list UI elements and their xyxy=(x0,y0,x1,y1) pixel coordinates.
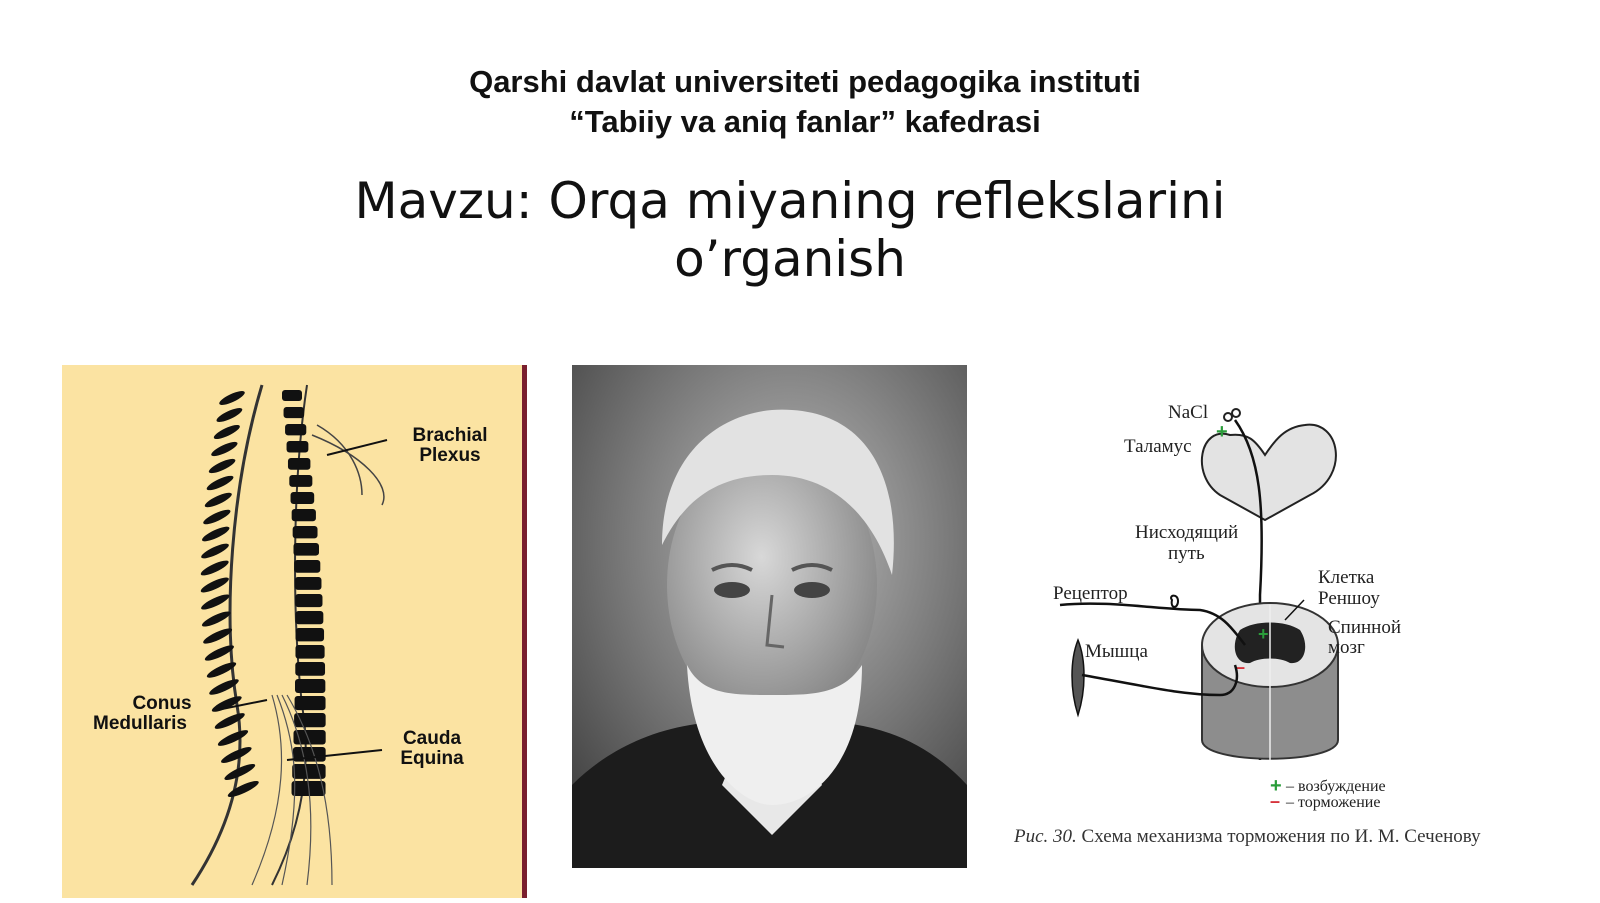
label-conus-2: Medullaris xyxy=(93,713,187,734)
spinous-process xyxy=(227,780,259,798)
label-nacl: NaCl xyxy=(1168,402,1208,423)
vertebra xyxy=(293,730,326,745)
inhibition-scheme-figure: + + – NaCl Таламус Нисходящий путь Рецеп… xyxy=(1013,395,1600,875)
spinous-process xyxy=(203,509,231,525)
vertebra xyxy=(292,526,318,539)
title-line-2: o’rganish xyxy=(674,230,906,288)
spinous-process xyxy=(201,611,231,627)
page-title: Mavzu: Orqa miyaning reflekslarini o’rga… xyxy=(0,172,1580,288)
vertebra xyxy=(282,390,302,401)
label-muscle: Мышца xyxy=(1085,641,1148,662)
vertebra xyxy=(295,611,324,625)
vertebra xyxy=(292,764,326,779)
spinous-process xyxy=(200,560,229,576)
title-line-1: Mavzu: Orqa miyaning reflekslarini xyxy=(354,172,1226,230)
vertebra xyxy=(283,407,305,419)
vertebra xyxy=(295,645,325,659)
spinous-process xyxy=(214,713,245,729)
label-descending-1: Нисходящий xyxy=(1135,522,1238,543)
legend-inhibition: – торможение xyxy=(1285,794,1380,811)
spinous-process xyxy=(211,696,242,712)
portrait-drawing xyxy=(572,365,967,868)
spinous-process xyxy=(213,424,240,440)
portrait-photo xyxy=(572,365,967,868)
vertebra xyxy=(295,662,326,676)
spine-border xyxy=(522,365,527,898)
vertebra xyxy=(294,560,321,573)
thalamus-plus-sign: + xyxy=(1216,421,1228,443)
department-name: “Tabiiy va aniq fanlar” kafedrasi xyxy=(569,104,1041,139)
cord-plus-sign: + xyxy=(1258,624,1269,644)
spinous-process xyxy=(208,458,236,474)
vertebra xyxy=(294,577,322,590)
spinous-process xyxy=(219,391,245,405)
vertebra xyxy=(294,679,326,693)
spinous-process xyxy=(203,628,233,644)
label-spinal-1: Спинной xyxy=(1328,617,1401,638)
label-receptor: Рецептор xyxy=(1053,583,1128,604)
spinous-process xyxy=(201,543,229,559)
spinous-process xyxy=(209,679,239,695)
vertebra xyxy=(295,594,323,608)
spinous-process xyxy=(206,475,234,491)
vertebra xyxy=(295,628,325,642)
label-conus-1: Conus xyxy=(132,693,191,714)
cord-minus-sign: – xyxy=(1235,657,1245,677)
label-thalamus: Таламус xyxy=(1124,436,1192,457)
vertebra xyxy=(294,696,326,711)
label-spinal-2: мозг xyxy=(1328,637,1365,658)
vertebra xyxy=(294,713,326,728)
spinous-process xyxy=(204,645,234,661)
legend-plus-sign: + xyxy=(1270,775,1282,797)
label-brachial-2: Plexus xyxy=(419,445,480,466)
legend-excitation: – возбуждение xyxy=(1285,778,1386,795)
inhibition-scheme-drawing: + + – NaCl Таламус Нисходящий путь Рецеп… xyxy=(1013,402,1481,847)
spinous-process xyxy=(204,492,232,508)
institution-name: Qarshi davlat universiteti pedagogika in… xyxy=(469,64,1141,99)
spine-background xyxy=(62,365,522,898)
spinous-process xyxy=(206,662,237,678)
spinous-process xyxy=(221,747,252,763)
legend-minus-sign: – xyxy=(1270,791,1280,811)
spinous-process xyxy=(217,730,249,746)
spinous-process xyxy=(202,526,230,542)
label-brachial-1: Brachial xyxy=(413,425,488,446)
label-renshaw-2: Реншоу xyxy=(1318,588,1380,609)
vertebra xyxy=(287,458,311,470)
figure-caption: Рис. 30. Схема механизма торможения по И… xyxy=(1013,826,1481,847)
header: Qarshi davlat universiteti pedagogika in… xyxy=(0,62,1600,142)
thalamus-shape xyxy=(1201,423,1337,522)
label-cauda-2: Equina xyxy=(400,748,464,769)
spinous-process xyxy=(211,441,238,457)
vertebra xyxy=(291,509,316,522)
vertebra xyxy=(289,475,313,487)
vertebra xyxy=(285,424,307,436)
spinous-process xyxy=(224,764,256,780)
spine-anatomy-figure: Brachial Plexus Conus Medullaris Cauda E… xyxy=(62,365,527,898)
caption-number: Рис. 30. xyxy=(1013,826,1077,847)
caption-text: Схема механизма торможения по И. М. Сече… xyxy=(1077,826,1481,847)
vertebra xyxy=(293,543,319,556)
spinous-process xyxy=(200,577,229,593)
spine-anatomy-drawing: Brachial Plexus Conus Medullaris Cauda E… xyxy=(62,365,527,898)
spinous-process xyxy=(216,408,243,422)
label-cauda-1: Cauda xyxy=(403,728,462,749)
muscle-shape xyxy=(1071,637,1085,718)
label-descending-2: путь xyxy=(1168,543,1205,564)
spinous-process xyxy=(201,594,230,610)
label-renshaw-1: Клетка xyxy=(1318,567,1375,588)
vertebra xyxy=(290,492,315,505)
vertebra xyxy=(286,441,309,453)
